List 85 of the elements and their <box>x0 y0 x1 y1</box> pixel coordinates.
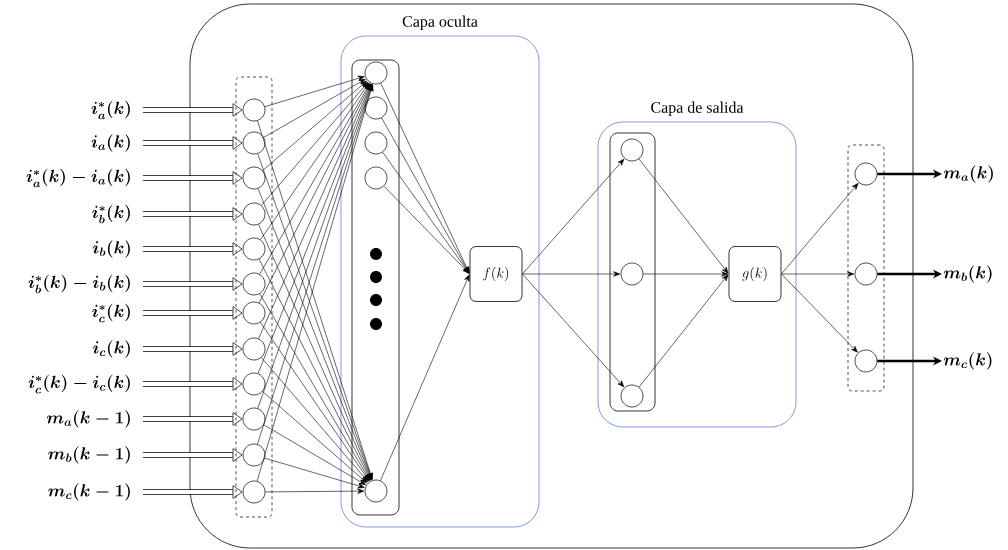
arrow <box>382 151 470 274</box>
neuron-circle <box>620 138 644 162</box>
hollow-arrow <box>143 448 243 462</box>
hollow-arrow <box>143 242 243 256</box>
arrow <box>264 457 365 489</box>
arrow <box>262 80 368 171</box>
input-label: $i_b(k)$ <box>92 240 130 258</box>
neuron-circle <box>242 407 266 431</box>
arrow <box>260 82 370 240</box>
arrow <box>265 488 365 494</box>
hollow-arrow <box>143 306 243 320</box>
dashed-box <box>847 144 885 392</box>
arrow <box>259 293 371 481</box>
hollow-arrow <box>143 171 243 185</box>
output-label: $m_c(k)$ <box>943 352 992 370</box>
neuron-circle <box>854 162 878 186</box>
arrow <box>643 271 729 277</box>
arrow <box>638 158 729 274</box>
node-label: Capa oculta <box>402 15 478 31</box>
arrow <box>522 273 625 388</box>
neuron-circle <box>242 337 266 361</box>
neuron-circle <box>242 301 266 325</box>
hollow-arrow <box>143 136 243 150</box>
input-label: $i_b^*(k)-i_b(k)$ <box>28 274 130 294</box>
neuron-circle <box>242 202 266 226</box>
neuron-circle <box>242 372 266 396</box>
output-label: $m_b(k)$ <box>943 265 992 283</box>
arrow <box>638 274 729 388</box>
input-label: $i_c(k)$ <box>93 340 130 358</box>
function-box: $f(k)$ <box>469 246 523 302</box>
hollow-arrow <box>143 377 243 391</box>
outer-box <box>189 3 914 549</box>
arrow <box>781 271 855 277</box>
hollow-arrow <box>143 412 243 426</box>
neuron-circle <box>364 479 388 503</box>
neuron-circle <box>242 98 266 122</box>
dashed-box <box>235 76 273 518</box>
arrow <box>261 81 369 206</box>
input-label: $m_b(k-1)$ <box>48 446 130 464</box>
input-label: $i_c^*(k)$ <box>92 303 130 323</box>
arrow <box>263 424 366 486</box>
neuron-circle <box>364 166 388 190</box>
neuron-circle <box>854 349 878 373</box>
neuron-circle <box>364 96 388 120</box>
input-label: $i_c^*(k)-i_c(k)$ <box>28 374 130 394</box>
input-label: $i_b^*(k)$ <box>92 204 130 224</box>
neuron-column <box>351 59 400 516</box>
input-label: $i_a(k)$ <box>91 134 130 152</box>
node-label: Capa de salida <box>651 101 744 117</box>
neuron-circle <box>242 237 266 261</box>
hollow-arrow <box>143 342 243 356</box>
input-label: $m_a(k-1)$ <box>46 410 130 428</box>
neuron-circle <box>620 262 644 286</box>
arrow <box>381 117 470 274</box>
neuron-column <box>609 132 656 412</box>
hollow-arrow <box>143 485 243 499</box>
input-label: $i_a^*(k)$ <box>91 100 130 120</box>
output-label: $m_a(k)$ <box>943 165 993 183</box>
hollow-arrow <box>143 207 243 221</box>
neuron-circle <box>364 61 388 85</box>
arrow <box>263 78 366 138</box>
neuron-circle <box>242 166 266 190</box>
neuron-circle <box>620 384 644 408</box>
arrow <box>380 83 470 274</box>
neuron-circle <box>854 262 878 286</box>
input-label: $m_c(k-1)$ <box>48 483 130 501</box>
arrow <box>522 271 621 277</box>
arrow <box>522 158 625 275</box>
input-label: $i_a^*(k)-i_a(k)$ <box>26 168 130 188</box>
neuron-circle <box>242 443 266 467</box>
hollow-arrow <box>143 277 243 291</box>
arrow <box>781 273 858 353</box>
arrow <box>781 183 859 275</box>
neuron-circle <box>242 131 266 155</box>
function-box: $g(k)$ <box>728 246 782 302</box>
arrow <box>380 274 470 481</box>
neuron-circle <box>242 272 266 296</box>
neuron-circle <box>364 131 388 155</box>
arrow <box>262 391 368 484</box>
arrow <box>260 322 370 482</box>
arrow <box>264 75 365 107</box>
arrow <box>383 185 470 274</box>
arrow <box>261 357 369 483</box>
neuron-circle <box>242 480 266 504</box>
hollow-arrow <box>143 103 243 117</box>
